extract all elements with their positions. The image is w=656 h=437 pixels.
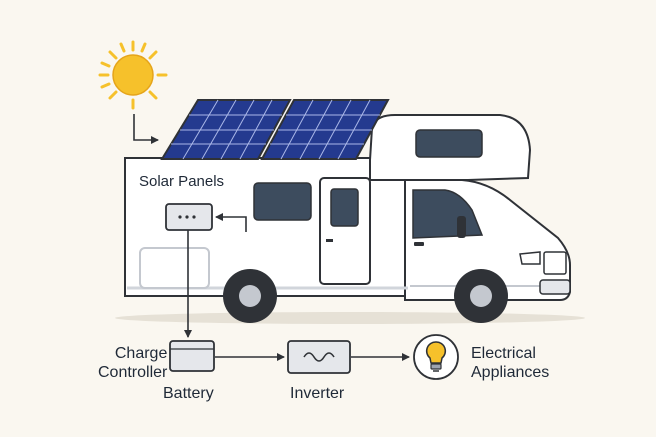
mirror: [457, 216, 466, 238]
sun-icon: [98, 40, 168, 110]
door-window: [330, 188, 359, 227]
sun-to-panel-arrow: [133, 114, 159, 144]
headlight: [519, 251, 541, 265]
grille: [543, 251, 567, 275]
panel-to-controller-arrow: [215, 213, 247, 232]
rear-wheel: [223, 269, 277, 323]
inverter-label: Inverter: [290, 385, 345, 402]
side-window: [253, 182, 312, 221]
battery-label: Battery: [163, 385, 214, 402]
sine-wave-icon: [303, 352, 335, 362]
solar-panel-left: [160, 99, 292, 160]
solar-panels-label: Solar Panels: [139, 173, 225, 190]
charge-controller-label-line1: Charge: [114, 345, 168, 362]
inverter-icon: [287, 340, 351, 374]
storage-hatch: [139, 247, 210, 289]
charge-controller-label-line2: Controller: [98, 364, 168, 381]
overcab-window: [415, 129, 483, 158]
bumper: [539, 279, 571, 295]
appliances-label-line1: Electrical: [471, 345, 536, 362]
charge-controller-label: Charge Controller: [98, 344, 167, 382]
cab-door-handle: [414, 242, 424, 246]
door-handle: [326, 239, 333, 242]
rv-shadow: [115, 312, 585, 324]
battery-icon: [169, 340, 215, 372]
solar-panel-right: [260, 99, 390, 160]
front-wheel: [454, 269, 508, 323]
charge-controller-unit: [165, 203, 213, 231]
lightbulb-icon: [413, 334, 459, 380]
electrical-appliances-label: Electrical Appliances: [471, 344, 549, 382]
appliances-label-line2: Appliances: [471, 364, 550, 381]
